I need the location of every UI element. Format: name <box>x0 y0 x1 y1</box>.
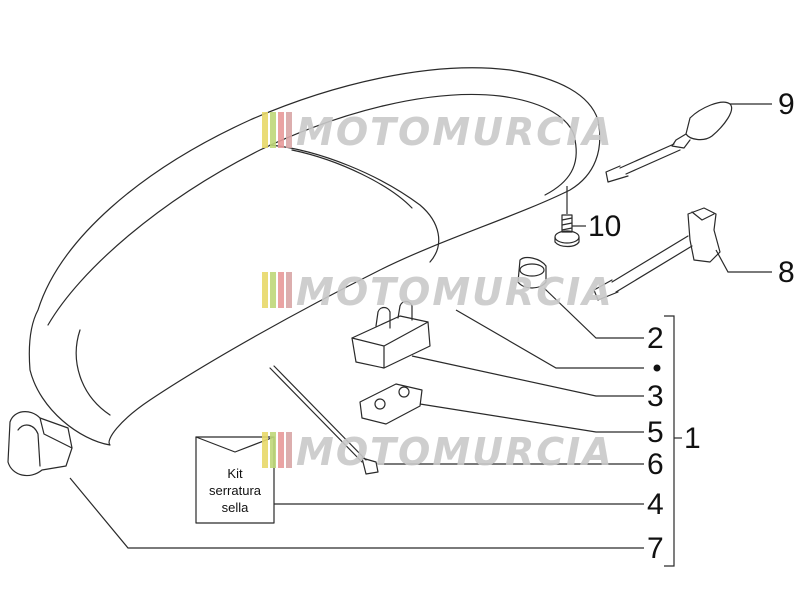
watermark-3-text: MOTOMURCIA <box>296 430 614 474</box>
watermark-3: MOTOMURCIA <box>262 430 614 474</box>
latch-plate-part <box>359 383 423 425</box>
callout-3: 3 <box>647 380 664 413</box>
lock-bracket-part <box>351 300 431 369</box>
watermark-2: MOTOMURCIA <box>262 270 614 314</box>
watermark-1-text: MOTOMURCIA <box>296 110 614 154</box>
callout-2: 2 <box>647 322 664 355</box>
kit-label-line2: serratura <box>209 483 262 498</box>
callout-1: 1 <box>684 422 701 455</box>
leader-2 <box>543 287 644 339</box>
cap-part <box>517 256 547 289</box>
callout-6: 6 <box>647 448 664 481</box>
kit-label-line1: Kit <box>227 466 243 481</box>
screw-part <box>554 214 580 248</box>
callout-7: 7 <box>647 532 664 565</box>
leader-lines <box>69 103 772 567</box>
watermark-1: MOTOMURCIA <box>262 110 614 154</box>
callout-10: 10 <box>588 210 621 243</box>
bumper-part <box>7 411 73 477</box>
callout-4: 4 <box>647 488 664 521</box>
leader-dot <box>455 309 644 369</box>
callout-8: 8 <box>778 256 795 289</box>
group-bracket <box>664 315 675 567</box>
callout-9: 9 <box>778 88 795 121</box>
leader-5 <box>419 403 644 433</box>
lock-kit-bag <box>195 436 275 524</box>
leader-7 <box>69 477 644 549</box>
leader-8 <box>715 249 772 273</box>
optional-dot <box>653 364 661 372</box>
watermark-2-text: MOTOMURCIA <box>296 270 614 314</box>
spanner-tool <box>593 207 721 301</box>
seat <box>28 67 601 446</box>
leader-3 <box>411 355 644 397</box>
cable-part <box>269 365 379 475</box>
callout-5: 5 <box>647 416 664 449</box>
screwdriver-tool <box>605 101 733 183</box>
kit-label-line3: sella <box>222 500 250 515</box>
